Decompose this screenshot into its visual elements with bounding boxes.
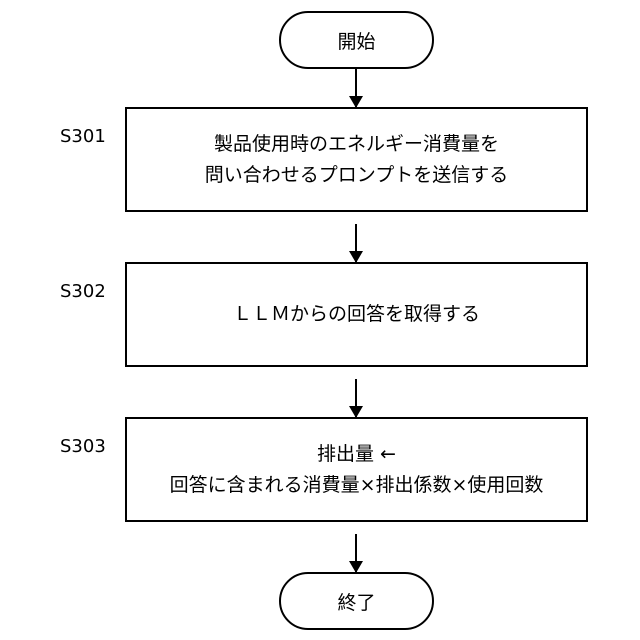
process-text-line: ＬＬＭからの回答を取得する xyxy=(233,299,480,330)
arrow-s301-to-s302 xyxy=(355,224,357,262)
start-terminal: 開始 xyxy=(279,11,434,69)
process-text-line: 回答に含まれる消費量×排出係数×使用回数 xyxy=(170,470,544,501)
arrow-s303-to-end xyxy=(355,534,357,572)
arrow-start-to-s301 xyxy=(355,69,357,107)
end-label: 終了 xyxy=(337,588,375,615)
process-box-s303: 排出量 ← 回答に含まれる消費量×排出係数×使用回数 xyxy=(125,417,588,522)
process-text-line: 排出量 ← xyxy=(317,439,396,470)
process-text-line: 問い合わせるプロンプトを送信する xyxy=(205,160,508,191)
step-id-s302: S302 xyxy=(60,281,106,302)
step-id-s303: S303 xyxy=(60,436,106,457)
process-box-s302: ＬＬＭからの回答を取得する xyxy=(125,262,588,367)
process-box-s301: 製品使用時のエネルギー消費量を 問い合わせるプロンプトを送信する xyxy=(125,107,588,212)
step-id-s301: S301 xyxy=(60,126,106,147)
start-label: 開始 xyxy=(337,27,375,54)
process-text-line: 製品使用時のエネルギー消費量を xyxy=(214,129,499,160)
arrow-s302-to-s303 xyxy=(355,379,357,417)
end-terminal: 終了 xyxy=(279,572,434,630)
